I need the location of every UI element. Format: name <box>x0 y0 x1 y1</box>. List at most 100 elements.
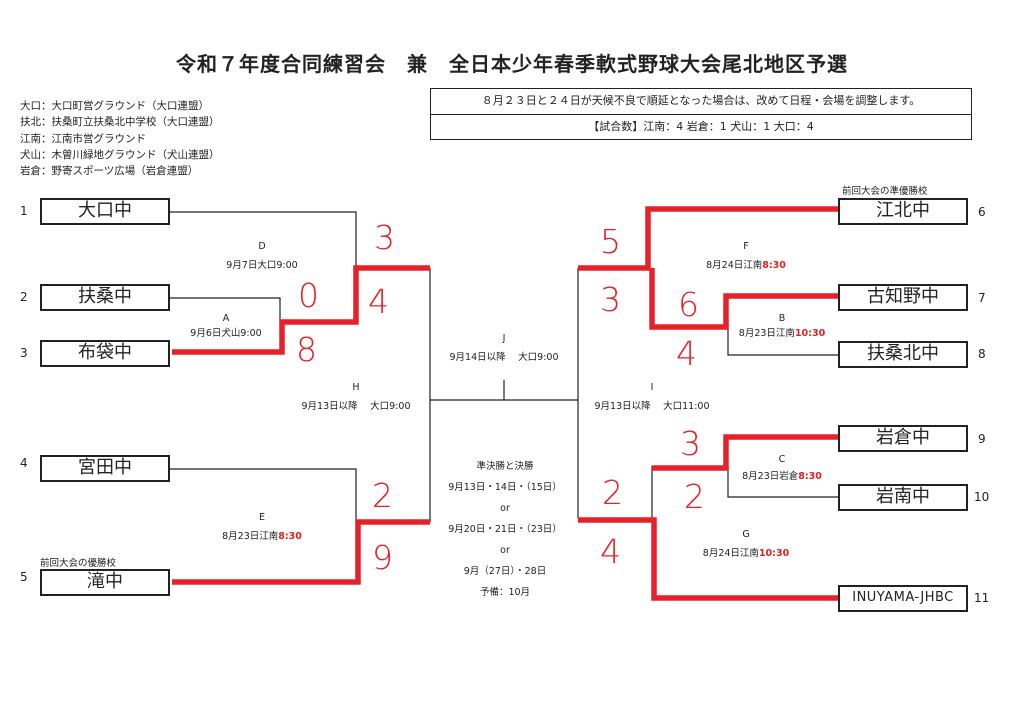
win-t5 <box>172 519 430 585</box>
game-id: F <box>743 241 749 252</box>
game-B: B 8月23日江南10:30 <box>702 312 862 340</box>
score-D-bottom: 4 <box>368 282 389 321</box>
game-E: E 8月23日江南8:30 <box>182 511 342 543</box>
seed-number: 1 <box>20 204 28 218</box>
semifinal-final-schedule: 準決勝と決勝 9月13日・14日・（15日） or 9月20日・21日・（23日… <box>420 456 590 603</box>
line-t4-E <box>170 468 357 522</box>
game-time: 10:30 <box>794 328 826 339</box>
score-C-t9: 3 <box>680 424 701 463</box>
game-D: D 9月7日大口9:00 <box>182 240 342 272</box>
game-I: I 9月13日以降 大口11:00 <box>572 381 732 413</box>
seed-number: 11 <box>974 591 990 605</box>
seed-number: 6 <box>978 205 986 219</box>
team-box-t6: 江北中 <box>838 198 968 225</box>
line-t10-C <box>727 466 838 498</box>
team-box-t9: 岩倉中 <box>838 425 968 452</box>
game-G: G 8月24日江南10:30 <box>666 528 826 560</box>
game-schedule: 8月23日江南 <box>738 328 795 339</box>
game-C: C 8月23日岩倉8:30 <box>702 453 862 483</box>
notice-line: ８月２３日と２４日が天候不良で順延となった場合は、改めて日程・会場を調整します。 <box>431 89 971 115</box>
team-box-t7: 古知野中 <box>838 284 968 311</box>
team-box-t2: 扶桑中 <box>40 284 170 311</box>
seed-number: 2 <box>20 290 28 304</box>
score-B-t7: 6 <box>678 285 699 324</box>
score-E-t4: 2 <box>372 476 393 515</box>
score-A-t2: 0 <box>298 276 319 315</box>
game-F: F 8月24日江南8:30 <box>666 240 826 272</box>
game-id: H <box>352 382 360 393</box>
score-F-t6: 5 <box>600 222 621 261</box>
team-box-t10: 岩南中 <box>838 484 968 511</box>
game-id: G <box>742 529 750 540</box>
game-schedule: 8月23日江南 <box>222 531 279 542</box>
win-t9 <box>652 434 838 471</box>
game-schedule: 9月13日以降 大口11:00 <box>594 401 710 412</box>
schedule-line: or <box>500 503 510 514</box>
game-schedule: 8月24日江南 <box>702 548 759 559</box>
game-time: 10:30 <box>758 548 790 559</box>
game-time: 8:30 <box>798 471 822 482</box>
game-schedule: 9月6日犬山9:00 <box>190 328 262 339</box>
game-schedule: 8月24日江南 <box>706 260 763 271</box>
game-id: I <box>650 382 654 393</box>
line-t2-A <box>170 297 281 322</box>
venue-item: 大口：大口町営グラウンド（大口連盟） <box>20 100 209 112</box>
game-J: J 9月14日以降 大口9:00 <box>424 332 584 364</box>
score-C-t10: 2 <box>684 477 705 516</box>
schedule-line: 9月13日・14日・（15日） <box>448 482 562 493</box>
notice-game-count: 【試合数】江南：4 岩倉：1 犬山：1 大口：4 <box>588 120 814 133</box>
win-t11 <box>578 517 838 601</box>
team-box-t8: 扶桑北中 <box>838 341 968 368</box>
seed-number: 5 <box>20 570 28 584</box>
game-id: A <box>222 313 230 324</box>
game-schedule: 9月13日以降 大口9:00 <box>301 401 411 412</box>
game-id: C <box>778 454 786 465</box>
win-t3 <box>172 265 430 355</box>
prev-winner-caption: 前回大会の優勝校 <box>40 558 117 569</box>
game-id: E <box>258 512 265 523</box>
notice-box: ８月２３日と２４日が天候不良で順延となった場合は、改めて日程・会場を調整します。… <box>430 88 972 140</box>
team-box-t1: 大口中 <box>40 198 170 225</box>
venue-item: 扶北：扶桑町立扶桑北中学校（大口連盟） <box>20 116 220 129</box>
line-t8-B <box>727 324 838 356</box>
win-t6 <box>578 206 838 271</box>
schedule-line: or <box>500 545 510 556</box>
schedule-line: 9月20日・21日・（23日） <box>448 524 562 535</box>
score-F-bottom: 3 <box>600 280 621 319</box>
venue-list: 大口：大口町営グラウンド（大口連盟） 扶北：扶桑町立扶桑北中学校（大口連盟） 江… <box>20 98 220 179</box>
venue-item: 江南：江南市営グラウンド <box>20 132 146 145</box>
score-G-top: 2 <box>602 473 623 512</box>
line-t1-D <box>170 211 357 268</box>
seed-number: 7 <box>978 291 986 305</box>
schedule-line: 準決勝と決勝 <box>476 461 534 472</box>
score-D-top: 3 <box>374 218 395 257</box>
game-time: 8:30 <box>278 531 302 542</box>
team-box-t11: INUYAMA-JHBC <box>838 585 968 612</box>
game-H: H 9月13日以降 大口9:00 <box>276 381 436 413</box>
game-A: A 9月6日犬山9:00 <box>146 312 306 340</box>
team-box-t5: 滝中 <box>40 569 170 596</box>
venue-item: 岩倉：野寄スポーツ広場（岩倉連盟） <box>20 165 199 178</box>
score-A-t3: 8 <box>296 330 317 369</box>
team-box-t4: 宮田中 <box>40 455 170 482</box>
seed-number: 10 <box>974 490 990 504</box>
game-time: 8:30 <box>762 260 786 271</box>
prev-runner-up-caption: 前回大会の準優勝校 <box>842 186 928 197</box>
page-title: 令和７年度合同練習会 兼 全日本少年春季軟式野球大会尾北地区予選 <box>176 52 848 76</box>
score-B-t8: 4 <box>676 334 697 373</box>
seed-number: 8 <box>978 347 986 361</box>
seed-number: 9 <box>978 432 986 446</box>
game-id: D <box>258 241 266 252</box>
game-schedule: 9月14日以降 大口9:00 <box>449 352 559 363</box>
game-schedule: 9月7日大口9:00 <box>226 260 298 271</box>
team-box-t3: 布袋中 <box>40 340 170 367</box>
seed-number: 3 <box>20 346 28 360</box>
game-id: J <box>502 333 506 344</box>
schedule-line: 予備：10月 <box>479 587 531 598</box>
schedule-line: 9月（27日）・28日 <box>463 566 547 577</box>
game-schedule: 8月23日岩倉 <box>742 471 799 482</box>
seed-number: 4 <box>20 456 28 470</box>
venue-item: 犬山：木曽川緑地グラウンド（犬山連盟） <box>20 148 220 161</box>
game-id: B <box>778 313 786 324</box>
